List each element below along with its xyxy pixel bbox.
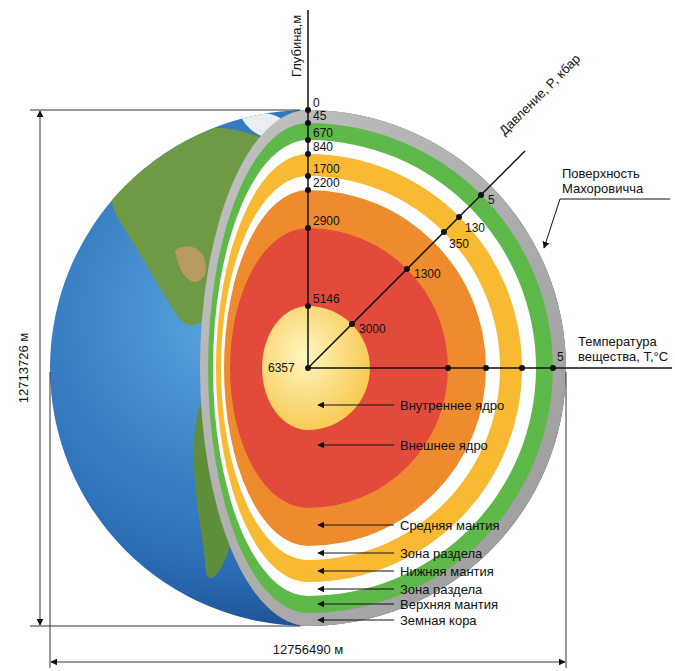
layer-name: Средняя мантия	[400, 518, 500, 533]
depth-value: 1700	[313, 162, 340, 176]
extension-line	[30, 110, 300, 111]
leader-line	[318, 571, 394, 572]
pressure-value: 5	[488, 193, 495, 207]
depth-value: 2200	[313, 176, 340, 190]
axis-dot	[305, 173, 311, 179]
axis-dot	[349, 321, 355, 327]
dimension-label: 12756490 м	[273, 643, 343, 657]
leader-line	[318, 553, 394, 554]
pressure-value: 130	[465, 221, 485, 235]
temperature-value: 5	[557, 350, 564, 364]
extension-line	[30, 626, 300, 627]
axis-dot	[404, 266, 410, 272]
land-relief	[175, 246, 206, 282]
layer-name: Зона раздела	[400, 582, 482, 597]
dimension-line	[51, 662, 565, 663]
axis-dot	[483, 365, 489, 371]
axis-dot	[478, 192, 484, 198]
layer-leaders	[318, 199, 670, 620]
axis-dot	[519, 365, 525, 371]
leader-line	[318, 445, 394, 446]
layer-name: Земная кора	[400, 613, 477, 628]
dimension-lines	[30, 110, 566, 668]
axis-dot	[305, 120, 311, 126]
pressure-axis	[308, 151, 525, 368]
pressure-value: 3000	[359, 322, 386, 336]
leader-line	[318, 405, 394, 406]
axis-dot	[456, 214, 462, 220]
layer-name: Верхняя мантия	[400, 597, 498, 612]
depth-value: 0	[313, 96, 320, 110]
axis-dot	[305, 303, 311, 309]
axes	[308, 10, 672, 368]
depth-value: 670	[313, 126, 333, 140]
axis-dot	[305, 225, 311, 231]
axis-dot	[305, 107, 311, 113]
depth-value: 45	[313, 109, 326, 123]
temperature-axis	[308, 367, 672, 369]
depth-value: 840	[313, 140, 333, 154]
layer-name: Зона раздела	[400, 546, 482, 561]
callout-text: Поверхность Махоровичча	[562, 166, 670, 196]
layer-name: Внешнее ядро	[400, 438, 488, 453]
pressure-value: 350	[449, 237, 469, 251]
axis-dot	[550, 365, 556, 371]
axis-dot	[445, 365, 451, 371]
axis-dot	[305, 137, 311, 143]
layer-name: Нижняя мантия	[400, 564, 494, 579]
leader-line	[318, 620, 394, 621]
depth-value: 5146	[313, 292, 340, 306]
axis-title: Глубина,м	[290, 15, 304, 77]
axis-title: Температура вещества, T,°C	[578, 334, 670, 364]
axis-dot	[305, 187, 311, 193]
leader-line	[544, 199, 670, 248]
extension-line	[566, 372, 567, 668]
axis-title: Давление, P, кбар	[497, 52, 583, 138]
depth-value: 2900	[313, 214, 340, 228]
globe-ocean	[50, 110, 566, 626]
pressure-value: 1300	[414, 267, 441, 281]
leader-line	[318, 604, 394, 605]
extension-line	[50, 372, 51, 668]
leader-line	[318, 589, 394, 590]
depth-value: 6357	[268, 361, 295, 375]
axis-dot	[441, 229, 447, 235]
leader-line	[318, 525, 394, 526]
axis-dot	[305, 365, 311, 371]
layer-name: Внутреннее ядро	[400, 398, 504, 413]
dimension-label: 12713726 м	[17, 333, 31, 403]
dimension-line	[40, 111, 41, 625]
axis-dot	[305, 151, 311, 157]
axis-dots	[305, 107, 556, 371]
